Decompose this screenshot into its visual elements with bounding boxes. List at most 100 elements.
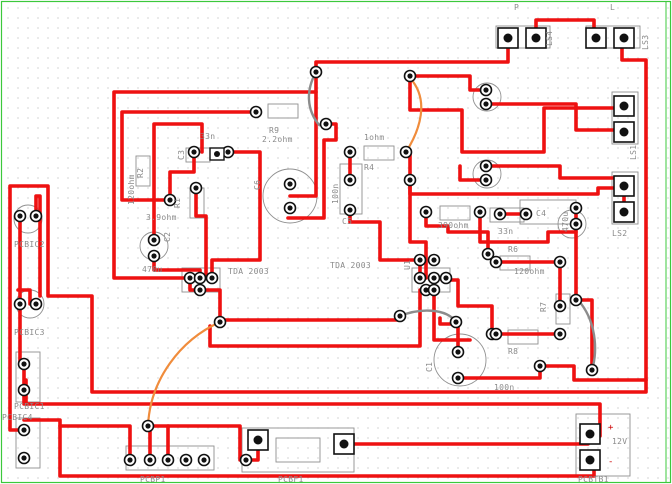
pad-drill — [407, 73, 413, 79]
svg-text:12V: 12V — [612, 437, 627, 446]
svg-text:2.2ohm: 2.2ohm — [262, 135, 293, 144]
pad-drill — [397, 313, 403, 319]
pad-drill — [403, 149, 409, 155]
pad-drill — [187, 275, 193, 281]
pad-drill — [453, 319, 459, 325]
pad-drill — [21, 427, 27, 433]
svg-text:+: + — [608, 423, 614, 433]
svg-text:LS3: LS3 — [641, 35, 650, 50]
pad-drill — [483, 177, 489, 183]
pad-drill — [557, 259, 563, 265]
svg-text:TDA 2003: TDA 2003 — [330, 261, 371, 270]
pad-drill — [21, 455, 27, 461]
pad-drill — [287, 205, 293, 211]
svg-text:R6: R6 — [508, 245, 518, 254]
pad-drill — [225, 149, 231, 155]
pad-drill — [33, 301, 39, 307]
round-pads — [13, 65, 599, 467]
svg-text:PCBP1: PCBP1 — [140, 475, 166, 484]
pad-drill — [589, 367, 595, 373]
pad-drill — [21, 387, 27, 393]
pad-drill — [191, 149, 197, 155]
pad-drill — [573, 297, 579, 303]
pad-drill — [193, 185, 199, 191]
pad-drill — [287, 181, 293, 187]
pad-drill — [17, 301, 23, 307]
svg-text:C4: C4 — [536, 209, 546, 218]
pad-drill — [455, 349, 461, 355]
svg-text:390ohm: 390ohm — [438, 221, 469, 230]
svg-text:120ohm: 120ohm — [514, 267, 545, 276]
pad-drill — [323, 121, 329, 127]
pad-drill — [147, 457, 153, 463]
svg-text:100n: 100n — [331, 184, 340, 204]
jumper-wires — [146, 71, 597, 427]
pad-drill — [431, 257, 437, 263]
pad-drill — [17, 213, 23, 219]
svg-text:33n: 33n — [498, 227, 513, 236]
svg-text:PCBIC1: PCBIC1 — [14, 402, 45, 411]
pad-drill — [127, 457, 133, 463]
pad-drill — [197, 275, 203, 281]
svg-text:120ohm: 120ohm — [127, 174, 136, 205]
pad-drill — [33, 213, 39, 219]
pad-drill — [537, 363, 543, 369]
pad-drill — [483, 101, 489, 107]
pad-drill — [417, 257, 423, 263]
svg-text:PCBIC3: PCBIC3 — [14, 328, 45, 337]
svg-text:3.9ohm: 3.9ohm — [146, 213, 177, 222]
svg-text:C2: C2 — [163, 232, 172, 242]
pad-drill — [483, 163, 489, 169]
pad-drill — [407, 177, 413, 183]
svg-text:-: - — [608, 457, 613, 467]
pad-drill — [431, 287, 437, 293]
svg-text:LS1: LS1 — [629, 145, 638, 160]
svg-text:470u: 470u — [142, 265, 162, 274]
pad-drill — [573, 221, 579, 227]
square-pads — [209, 27, 635, 471]
pad-drill — [167, 197, 173, 203]
pad-drill — [573, 205, 579, 211]
silkscreen-outlines — [13, 25, 641, 477]
svg-text:C1: C1 — [425, 362, 434, 372]
svg-text:R9: R9 — [269, 126, 279, 135]
svg-text:C3: C3 — [177, 150, 186, 160]
pad-drill — [197, 287, 203, 293]
pad-drill — [145, 423, 151, 429]
pad-drill — [485, 251, 491, 257]
pad-drill — [253, 109, 259, 115]
pad-drill — [313, 69, 319, 75]
pad-drill — [483, 87, 489, 93]
svg-text:PCBIC2: PCBIC2 — [14, 240, 45, 249]
pad-drill — [165, 457, 171, 463]
pad-drill — [455, 375, 461, 381]
pad-drill — [347, 207, 353, 213]
silkscreen-labels: R9 2.2ohm 33n C3 120ohm R2 R1 3.9ohm 100… — [2, 3, 650, 484]
svg-text:P: P — [514, 3, 519, 12]
svg-text:LS4: LS4 — [545, 31, 554, 46]
svg-text:PCBIC4: PCBIC4 — [2, 413, 33, 422]
svg-text:100n: 100n — [494, 383, 514, 392]
svg-text:R2: R2 — [136, 168, 145, 178]
pad-drill — [151, 237, 157, 243]
pad-drill — [183, 457, 189, 463]
svg-text:L: L — [610, 3, 615, 12]
pad-drill — [443, 275, 449, 281]
svg-text:R4: R4 — [364, 163, 374, 172]
svg-text:R7: R7 — [539, 302, 548, 312]
pad-drill — [431, 275, 437, 281]
pad-drill — [243, 457, 249, 463]
svg-text:R1: R1 — [173, 198, 182, 208]
svg-text:C5: C5 — [342, 217, 352, 226]
pad-drill — [209, 275, 215, 281]
pad-drill — [151, 253, 157, 259]
pad-drill — [423, 209, 429, 215]
svg-text:PCBF1: PCBF1 — [278, 475, 304, 484]
svg-text:U1: U1 — [403, 260, 412, 270]
svg-text:LS2: LS2 — [612, 229, 627, 238]
pad-drill — [493, 331, 499, 337]
pad-drill — [21, 361, 27, 367]
